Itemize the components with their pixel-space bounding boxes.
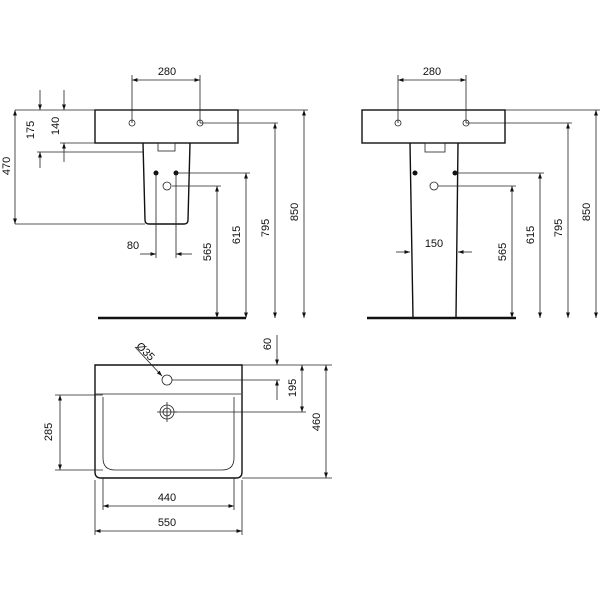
pedestal-view: 280 150 565 615 795 850 (361, 66, 600, 320)
dim-80: 80 (127, 240, 139, 252)
trap-outlet (424, 142, 446, 153)
dim-195: 195 (287, 379, 299, 397)
dim-565: 565 (202, 243, 214, 261)
trap-outlet (157, 142, 176, 152)
bowl-outline (102, 397, 235, 471)
dim-285: 285 (43, 423, 55, 441)
dim-795: 795 (553, 219, 565, 237)
dim-795: 795 (260, 219, 272, 237)
basin-outline (94, 109, 239, 144)
waste-outlet (162, 181, 172, 191)
dim-440: 440 (158, 492, 176, 504)
full-pedestal (409, 142, 459, 319)
dim-550: 550 (158, 517, 176, 529)
dim-60: 60 (262, 338, 274, 350)
dim-615: 615 (231, 226, 243, 244)
dim-470: 470 (1, 157, 13, 175)
dim-280: 280 (423, 66, 441, 78)
dim-615: 615 (525, 226, 537, 244)
tap-hole (161, 374, 173, 386)
front-view: 280 175 140 470 80 565 615 795 850 (1, 66, 308, 320)
semi-pedestal (142, 142, 191, 225)
dim-175: 175 (25, 121, 37, 139)
dim-150: 150 (425, 238, 443, 250)
basin-plan-outline (94, 364, 243, 479)
dim-280: 280 (158, 66, 176, 78)
top-view: Ø35 60 195 460 285 440 550 (43, 335, 332, 535)
supply-point (412, 170, 418, 176)
waste-outlet (429, 181, 439, 191)
dim-460: 460 (311, 413, 323, 431)
dim-850: 850 (581, 203, 593, 221)
dim-565: 565 (497, 243, 509, 261)
dim-140: 140 (50, 117, 62, 135)
dim-850: 850 (289, 203, 301, 221)
dim-diameter-35: Ø35 (134, 340, 157, 363)
basin-outline (361, 109, 506, 144)
